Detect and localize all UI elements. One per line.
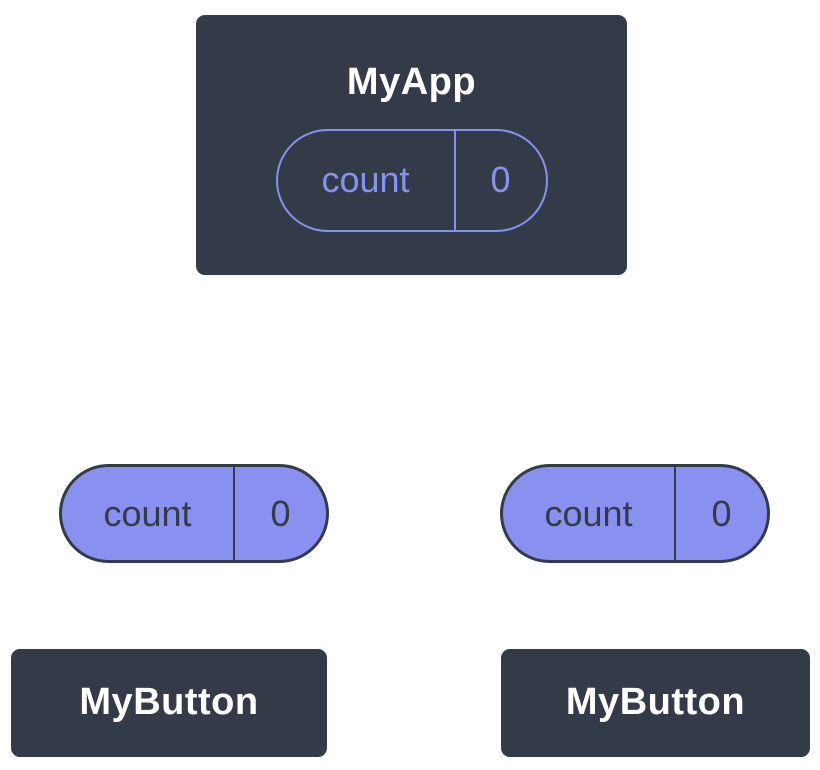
component-box-myapp: MyApp count 0: [193, 12, 630, 278]
prop-name-right: count: [544, 492, 633, 534]
prop-value-right: 0: [674, 467, 767, 560]
component-title-mybutton-right: MyButton: [565, 681, 746, 724]
state-value: 0: [453, 130, 546, 230]
prop-value-left: 0: [233, 467, 326, 560]
component-title-myapp: MyApp: [346, 61, 477, 103]
component-title-mybutton-left: MyButton: [79, 681, 259, 724]
state-name: count: [321, 159, 410, 201]
branch-right-line: [409, 276, 638, 464]
component-box-mybutton-left: MyButton: [8, 646, 330, 760]
component-box-mybutton-right: MyButton: [498, 646, 813, 760]
arrow-right-head-icon: [618, 618, 652, 641]
prop-name-left: count: [103, 492, 192, 534]
arrow-left-head-icon: [177, 618, 211, 641]
prop-pill-right: count 0: [500, 464, 770, 563]
prop-pill-left: count 0: [59, 464, 329, 563]
branch-left-line: [191, 276, 414, 464]
state-pill-root: count 0: [275, 128, 548, 232]
